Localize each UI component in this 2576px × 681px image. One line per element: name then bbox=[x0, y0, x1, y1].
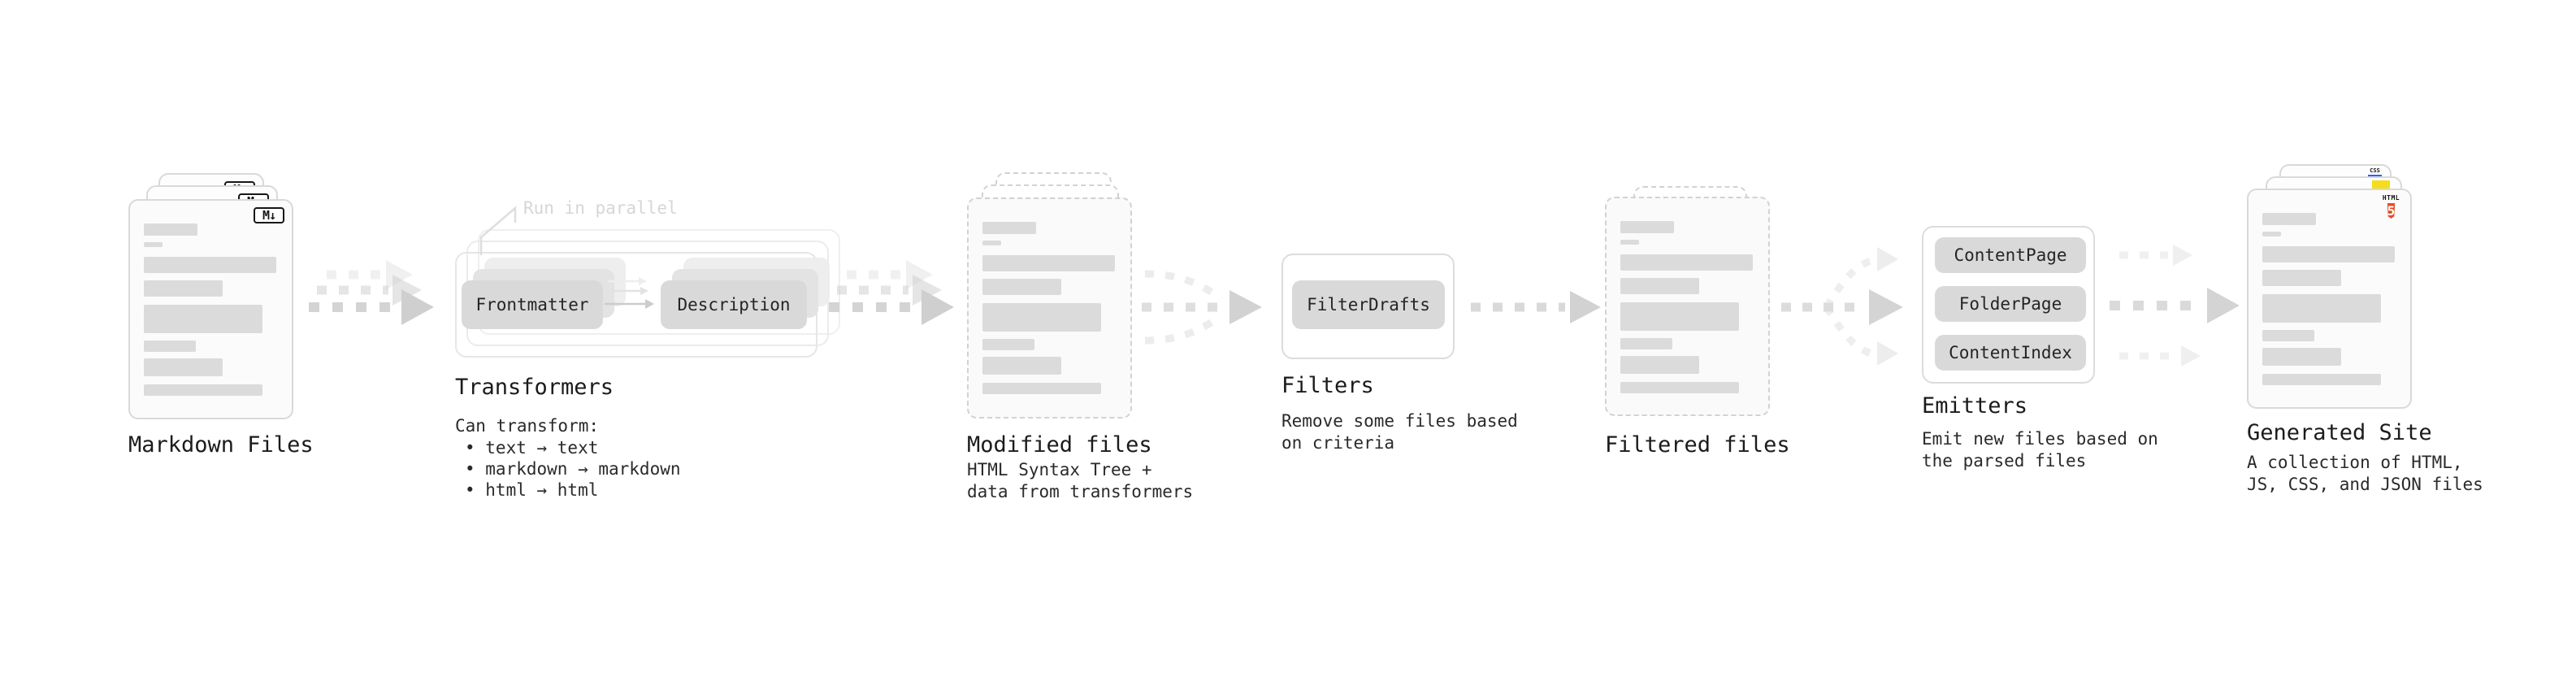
frontmatter-pill: Frontmatter bbox=[462, 280, 603, 329]
emitter-pill-content-page: ContentPage bbox=[1935, 237, 2086, 273]
stage-label-filters: Filters bbox=[1281, 373, 1374, 398]
description-pill: Description bbox=[661, 280, 807, 329]
filters-subtitle: Remove some files based on criteria bbox=[1281, 411, 1518, 453]
markdown-icon: M↓ bbox=[254, 207, 284, 223]
document-text-placeholder bbox=[2249, 190, 2410, 407]
document-text-placeholder bbox=[130, 201, 292, 418]
stage-label-transformers: Transformers bbox=[455, 375, 614, 400]
merge-arrow bbox=[1142, 270, 1262, 345]
flow-arrow bbox=[1471, 291, 1601, 323]
stage-label-emitters: Emitters bbox=[1922, 393, 2028, 419]
generated-file-card-front: HTML 5 bbox=[2247, 189, 2412, 409]
modified-file-card-front bbox=[967, 197, 1132, 419]
triple-flow-arrows bbox=[2110, 245, 2240, 366]
emitter-pill-folder-page: FolderPage bbox=[1935, 286, 2086, 322]
transformers-bullet: • text → text bbox=[465, 438, 599, 458]
transformers-bullet: • markdown → markdown bbox=[465, 459, 681, 479]
html5-icon: HTML 5 bbox=[2382, 194, 2400, 219]
generated-site-subtitle: A collection of HTML, JS, CSS, and JSON … bbox=[2247, 453, 2483, 494]
document-text-placeholder bbox=[1607, 198, 1768, 414]
stage-label-markdown-files: Markdown Files bbox=[128, 432, 314, 458]
javascript-icon bbox=[2372, 180, 2390, 190]
markdown-file-card-front: M↓ bbox=[128, 199, 293, 419]
flow-arrow-stacked bbox=[829, 260, 954, 325]
emitter-pill-content-index: ContentIndex bbox=[1935, 335, 2086, 371]
run-in-parallel-note: Run in parallel bbox=[523, 198, 678, 218]
document-text-placeholder bbox=[969, 199, 1130, 417]
transformers-subtitle-title: Can transform: bbox=[455, 416, 600, 436]
transformers-bullet: • html → html bbox=[465, 480, 599, 500]
modified-files-subtitle: HTML Syntax Tree + data from transformer… bbox=[967, 460, 1194, 501]
stage-label-modified-files: Modified files bbox=[967, 432, 1152, 458]
pill-to-pill-arrows bbox=[605, 277, 654, 309]
flow-arrow-stacked bbox=[309, 260, 434, 325]
callout-leader-line bbox=[479, 206, 517, 255]
stage-label-generated-site: Generated Site bbox=[2247, 420, 2432, 445]
css-icon: CSS bbox=[2368, 168, 2382, 177]
filtered-file-card-front bbox=[1605, 197, 1770, 416]
emitters-subtitle: Emit new files based on the parsed files bbox=[1922, 429, 2158, 471]
filter-drafts-pill: FilterDrafts bbox=[1292, 280, 1445, 329]
fanout-arrow bbox=[1781, 247, 1903, 366]
stage-label-filtered-files: Filtered files bbox=[1605, 432, 1790, 458]
